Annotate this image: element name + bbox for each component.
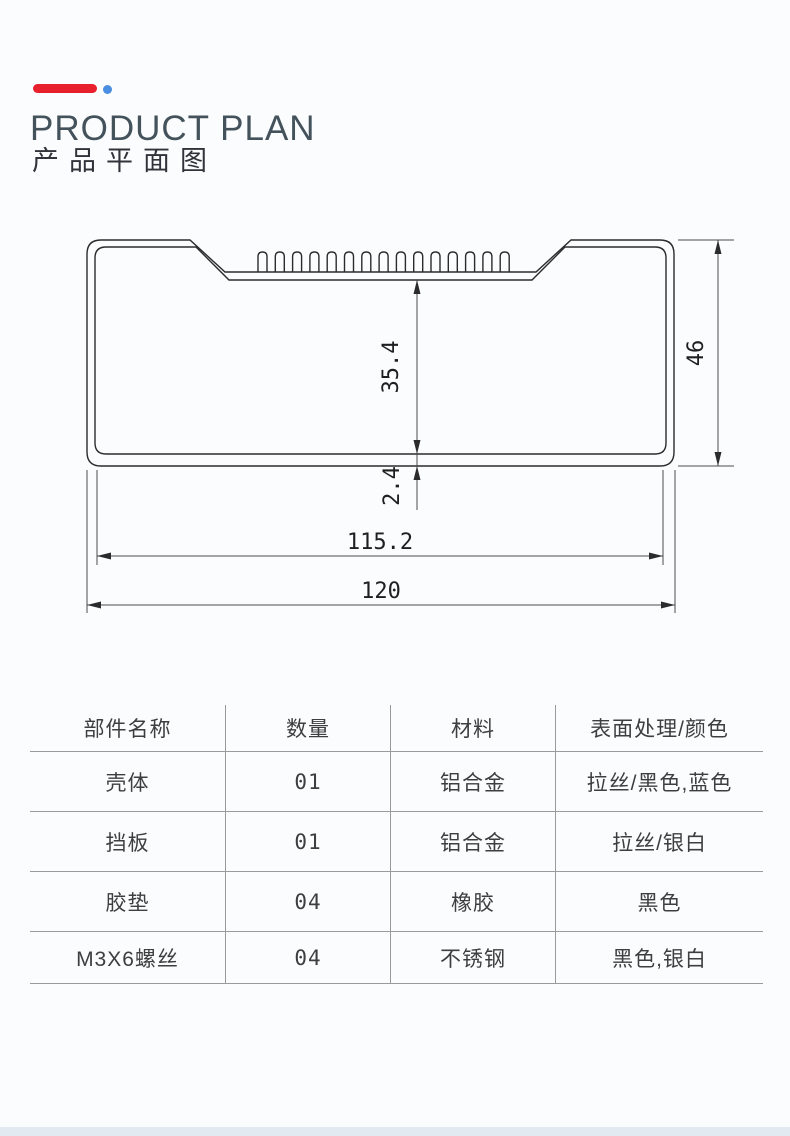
cell-quantity: 01 bbox=[226, 812, 391, 872]
cell-part-name: 挡板 bbox=[30, 812, 226, 872]
page-title: PRODUCT PLAN bbox=[30, 109, 316, 148]
dimension-labels: 35.4 2.4 46 115.2 120 bbox=[347, 340, 709, 604]
cell-part-name: M3X6螺丝 bbox=[30, 932, 226, 984]
dim-label-inner-width: 115.2 bbox=[347, 530, 413, 555]
accent-dot bbox=[103, 85, 112, 94]
ext-lines-overall-width bbox=[86, 470, 676, 613]
arrow-down-icon bbox=[413, 440, 421, 454]
cell-material: 铝合金 bbox=[391, 752, 556, 812]
cell-part-name: 胶垫 bbox=[30, 872, 226, 932]
dim-label-overall-width: 120 bbox=[361, 579, 401, 604]
dimension-arrowheads bbox=[87, 240, 722, 609]
arrow-left-icon bbox=[97, 552, 111, 560]
arrow-right-icon bbox=[661, 601, 675, 609]
accent-bar bbox=[33, 84, 97, 93]
cell-material: 橡胶 bbox=[391, 872, 556, 932]
ext-lines-inner-width bbox=[96, 470, 664, 565]
heatsink-fins bbox=[257, 251, 510, 273]
col-header-material: 材料 bbox=[391, 705, 556, 752]
col-header-part-name: 部件名称 bbox=[30, 705, 226, 752]
page-subtitle: 产品平面图 bbox=[32, 146, 217, 176]
cell-part-name: 壳体 bbox=[30, 752, 226, 812]
cell-finish-color: 黑色,银白 bbox=[556, 932, 763, 984]
arrow-up-icon bbox=[413, 280, 421, 294]
dim-label-inner-height: 35.4 bbox=[379, 341, 404, 394]
col-header-finish-color: 表面处理/颜色 bbox=[556, 705, 763, 752]
arrow-right-icon bbox=[649, 552, 663, 560]
cell-quantity: 04 bbox=[226, 872, 391, 932]
dimension-lines bbox=[86, 239, 734, 613]
cell-finish-color: 黑色 bbox=[556, 872, 763, 932]
cell-quantity: 04 bbox=[226, 932, 391, 984]
spec-table: 部件名称 数量 材料 表面处理/颜色 壳体 01 铝合金 拉丝/黑色,蓝色 挡板… bbox=[30, 705, 763, 984]
col-header-quantity: 数量 bbox=[226, 705, 391, 752]
technical-drawing: 35.4 2.4 46 115.2 120 bbox=[86, 239, 734, 613]
table-header-row: 部件名称 数量 材料 表面处理/颜色 bbox=[30, 705, 763, 752]
footer-bar bbox=[0, 1127, 790, 1136]
ext-lines-overall-height bbox=[678, 239, 734, 467]
enclosure-profile bbox=[86, 239, 675, 467]
cell-material: 铝合金 bbox=[391, 812, 556, 872]
arrow-up-icon bbox=[413, 466, 421, 480]
cell-material: 不锈钢 bbox=[391, 932, 556, 984]
table-row: 挡板 01 铝合金 拉丝/银白 bbox=[30, 812, 763, 872]
arrow-up-icon bbox=[714, 240, 722, 254]
table-row: M3X6螺丝 04 不锈钢 黑色,银白 bbox=[30, 932, 763, 984]
arrow-down-icon bbox=[714, 452, 722, 466]
cell-quantity: 01 bbox=[226, 752, 391, 812]
dim-label-bottom-wall: 2.4 bbox=[380, 466, 405, 506]
dim-label-overall-height: 46 bbox=[684, 340, 709, 367]
table-row: 壳体 01 铝合金 拉丝/黑色,蓝色 bbox=[30, 752, 763, 812]
arrow-left-icon bbox=[87, 601, 101, 609]
profile-outer-contour bbox=[86, 239, 675, 467]
table-row: 胶垫 04 橡胶 黑色 bbox=[30, 872, 763, 932]
profile-inner-contour bbox=[94, 246, 667, 455]
cell-finish-color: 拉丝/银白 bbox=[556, 812, 763, 872]
cell-finish-color: 拉丝/黑色,蓝色 bbox=[556, 752, 763, 812]
